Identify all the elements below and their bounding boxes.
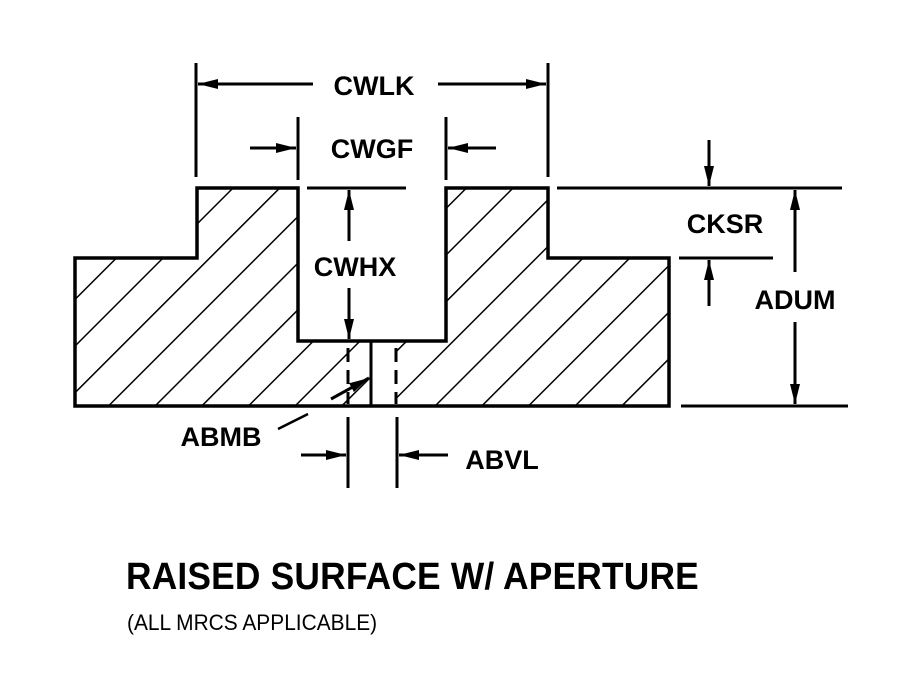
body-outline: [73, 186, 671, 408]
abmb-leader-line: [277, 412, 309, 431]
body-left-section: [75, 188, 371, 406]
cksr-label: CKSR: [687, 209, 764, 239]
cwlk-dimension: CWLK: [194, 63, 550, 177]
abmb-callout: ABMB: [181, 376, 370, 452]
abvl-dimension: ABVL: [301, 417, 539, 488]
figure-subtitle: (ALL MRCS APPLICABLE): [127, 610, 378, 635]
abmb-leader-arrow: [330, 376, 370, 401]
abvl-label: ABVL: [465, 445, 539, 475]
abmb-label: ABMB: [181, 422, 262, 452]
cwhx-dimension: CWHX: [307, 186, 406, 339]
cwgf-label: CWGF: [331, 134, 413, 164]
body-right-section: [371, 188, 669, 406]
cwgf-dimension: CWGF: [250, 117, 496, 180]
cksr-dimension: CKSR: [557, 140, 842, 306]
cwhx-label: CWHX: [314, 252, 397, 282]
adum-dimension: ADUM: [681, 190, 848, 408]
section-body: [73, 186, 671, 408]
cwlk-label: CWLK: [334, 71, 415, 101]
aperture-gap: [373, 343, 395, 405]
adum-label: ADUM: [755, 285, 836, 315]
figure-title: RAISED SURFACE W/ APERTURE: [126, 556, 699, 598]
